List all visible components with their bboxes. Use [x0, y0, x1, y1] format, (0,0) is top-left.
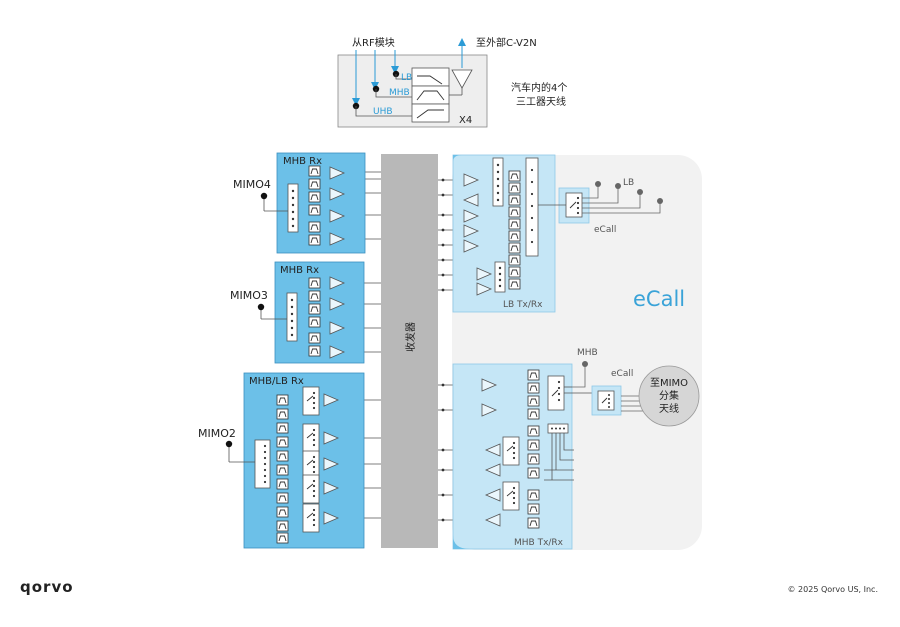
- to-mimo-line2: 分集: [659, 389, 679, 402]
- ecall-small-label-1: eCall: [594, 225, 616, 235]
- antenna-note-line2: 三工器天线: [516, 95, 566, 108]
- mimo3-label: MIMO3: [230, 289, 268, 302]
- transceiver-block: [381, 154, 438, 548]
- ecall-switch-bottom: [591, 385, 622, 416]
- mimo-diversity-antenna: 至MIMO 分集 天线: [638, 365, 700, 427]
- mhb-label: MHB: [389, 88, 410, 98]
- mhb-rx-label-2: MHB Rx: [280, 265, 319, 276]
- ecall-big-label: eCall: [633, 287, 685, 311]
- from-rf-label: 从RF模块: [352, 37, 395, 49]
- ecall-switch-top: [558, 187, 590, 224]
- mimo4-label: MIMO4: [233, 178, 271, 191]
- mhb-antenna-label: MHB: [577, 348, 598, 358]
- mhb-txrx-label: MHB Tx/Rx: [514, 538, 564, 548]
- lb-txrx-label: LB Tx/Rx: [503, 300, 543, 310]
- to-mimo-line3: 天线: [659, 402, 679, 415]
- to-external-label: 至外部C-V2N: [476, 36, 537, 49]
- mhb-txrx-module: MHB Tx/Rx: [452, 363, 573, 550]
- transceiver-label: 收发器: [404, 322, 417, 352]
- lb-antenna-label: LB: [623, 178, 634, 188]
- triplexer-module: LB MHB UHB X4: [337, 38, 488, 128]
- to-mimo-line1: 至MIMO: [650, 377, 688, 389]
- lb-txrx-module: LB Tx/Rx: [452, 154, 556, 313]
- antenna-note-line1: 汽车内的4个: [511, 81, 567, 94]
- ecall-small-label-2: eCall: [611, 369, 633, 379]
- mhb-lb-rx-label: MHB/LB Rx: [249, 376, 304, 387]
- mhb-rx-module-mimo3: MHB Rx: [274, 261, 365, 364]
- mhb-lb-rx-module-mimo2: MHB/LB Rx: [243, 372, 365, 549]
- copyright-text: © 2025 Qorvo US, Inc.: [787, 585, 879, 594]
- mhb-rx-label-1: MHB Rx: [283, 156, 322, 167]
- lb-label: LB: [401, 73, 412, 83]
- mimo2-label: MIMO2: [198, 427, 236, 440]
- mhb-rx-module-mimo4: MHB Rx: [276, 152, 366, 254]
- qorvo-logo: qorvo: [20, 578, 74, 596]
- x4-label: X4: [459, 115, 472, 126]
- uhb-label: UHB: [373, 107, 393, 117]
